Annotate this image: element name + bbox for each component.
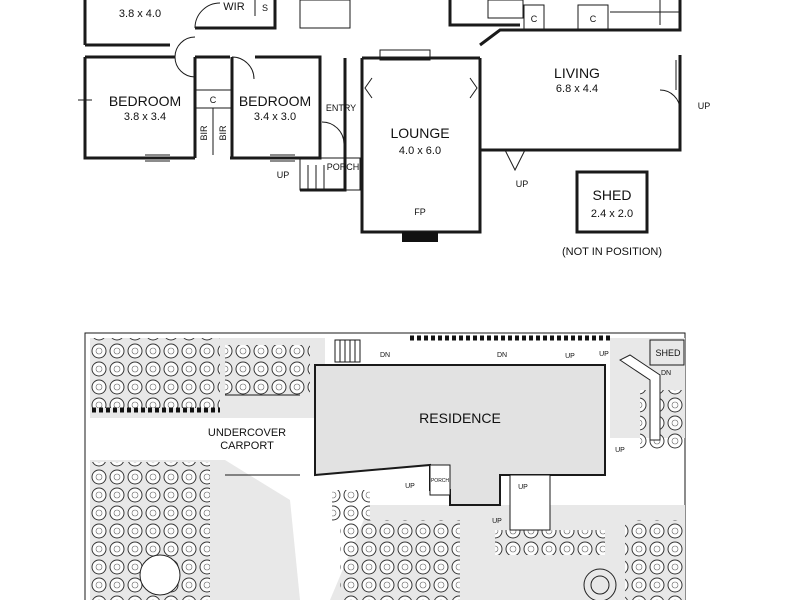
kitchen-cupboard-1: C: [531, 14, 538, 24]
bedroom1-dimensions: 3.8 x 3.4: [124, 111, 166, 123]
site-porch-label: PORCH: [431, 478, 449, 484]
lounge-dimensions: 4.0 x 6.0: [399, 145, 441, 157]
dn-label-1: DN: [380, 352, 390, 359]
shed-note: (NOT IN POSITION): [562, 246, 662, 258]
up-label-3: UP: [615, 447, 625, 454]
carport-label-line1: UNDERCOVER: [208, 427, 286, 439]
living-dimensions: 6.8 x 4.4: [556, 83, 598, 95]
porch-label: PORCH: [327, 162, 360, 172]
entry-label: ENTRY: [326, 103, 356, 113]
living-up-label: UP: [698, 101, 711, 111]
fireplace-label: FP: [414, 207, 426, 217]
carport-label-line2: CARPORT: [220, 440, 274, 452]
living-label: LIVING: [554, 65, 600, 81]
dn-label-3: DN: [661, 370, 671, 377]
up-label-6: UP: [492, 518, 502, 525]
shed-dimensions: 2.4 x 2.0: [591, 208, 633, 220]
bedroom2-label: BEDROOM: [239, 93, 311, 109]
wir-s-label: S: [262, 3, 268, 13]
cupboard-label: C: [210, 95, 217, 105]
wir-label: WIR: [223, 1, 244, 13]
up-label-1: UP: [565, 353, 575, 360]
bedroom1-label: BEDROOM: [109, 93, 181, 109]
porch-up-label: UP: [277, 170, 290, 180]
bedroom2-dimensions: 3.4 x 3.0: [254, 111, 296, 123]
lounge-label: LOUNGE: [390, 125, 449, 141]
up-label-5: UP: [518, 484, 528, 491]
up-label-4: UP: [405, 483, 415, 490]
residence-label: RESIDENCE: [419, 410, 501, 426]
dn-label-2: DN: [497, 352, 507, 359]
bedroom-top-dimensions: 3.8 x 4.0: [119, 8, 161, 20]
up-label-2: UP: [599, 351, 609, 358]
site-plan: RESIDENCE UNDERCOVER CARPORT SHED DN DN …: [84, 332, 686, 600]
shed-label: SHED: [593, 187, 632, 203]
bir-label-2: BIR: [218, 125, 228, 141]
site-shed-label: SHED: [655, 348, 681, 358]
kitchen-cupboard-2: C: [590, 14, 597, 24]
rear-up-label: UP: [516, 179, 529, 189]
bir-label-1: BIR: [199, 125, 209, 141]
floor-plan: 3.8 x 4.0 WIR S BEDROOM 3.8 x 3.4 BEDROO…: [78, 0, 710, 258]
